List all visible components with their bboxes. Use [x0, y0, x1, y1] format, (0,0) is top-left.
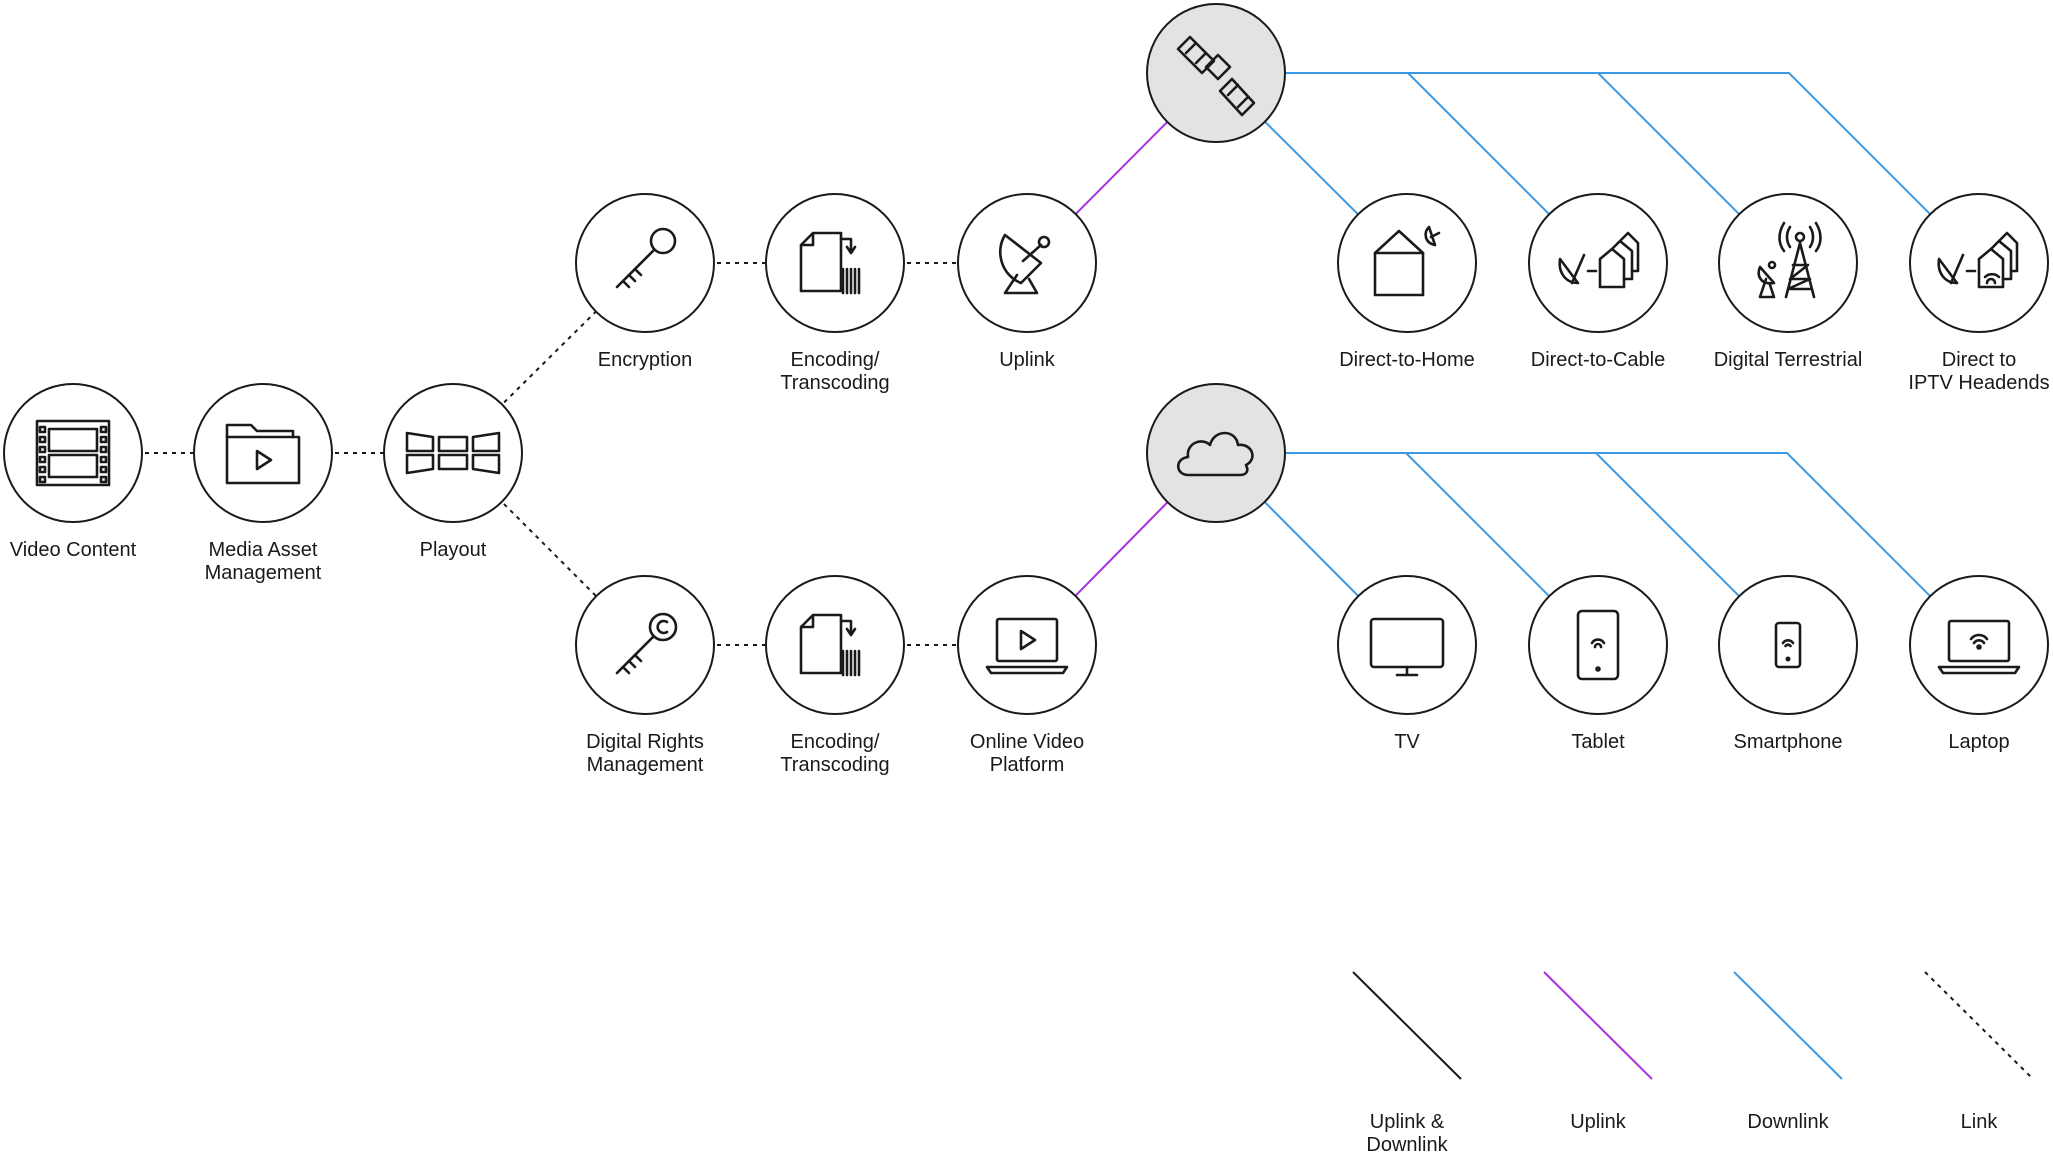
legend-label-line: Downlink	[1747, 1111, 1829, 1133]
node-tv	[1337, 575, 1477, 715]
node-drm	[575, 575, 715, 715]
key-icon	[615, 227, 677, 289]
node-label-tv: TV	[1297, 731, 1517, 754]
node-label-encoding-top: Encoding/Transcoding	[725, 349, 945, 395]
node-encryption	[575, 193, 715, 333]
node-label-direct-to-cable: Direct-to-Cable	[1488, 349, 1708, 372]
folder-play-icon	[225, 423, 301, 485]
label-line: Playout	[419, 539, 487, 561]
legend-label-downlink: Downlink	[1688, 1111, 1888, 1134]
label-line: Direct-to-Cable	[1530, 349, 1666, 371]
laptop-play-icon	[985, 617, 1069, 675]
legend-swatch-uplink	[1543, 971, 1653, 1080]
downlink-line	[1216, 452, 1980, 646]
node-label-encoding-bottom: Encoding/Transcoding	[725, 731, 945, 777]
label-line: Direct to	[1941, 349, 2017, 371]
legend-label-link: Link	[1879, 1111, 2053, 1134]
satellite-icon	[1176, 35, 1256, 117]
node-direct-to-home	[1337, 193, 1477, 333]
downlink-line	[1216, 72, 1980, 264]
document-barcode-icon	[799, 231, 861, 295]
legend-label-line: Link	[1960, 1111, 1998, 1133]
node-label-encryption: Encryption	[535, 349, 755, 372]
label-line: Platform	[989, 754, 1065, 776]
smartphone-icon	[1774, 621, 1802, 669]
cloud-icon	[1176, 431, 1254, 477]
node-uplink	[957, 193, 1097, 333]
label-line: Uplink	[999, 349, 1055, 371]
label-line: Laptop	[1948, 731, 2010, 753]
label-line: Smartphone	[1733, 731, 1843, 753]
label-line: Transcoding	[780, 754, 890, 776]
copyright-key-icon	[615, 612, 678, 675]
label-line: Online Video	[969, 731, 1085, 753]
label-line: Management	[586, 754, 704, 776]
node-iptv-headends	[1909, 193, 2049, 333]
node-label-video-content: Video Content	[0, 539, 183, 562]
node-label-playout: Playout	[343, 539, 563, 562]
legend-label-uplink-downlink: Uplink &Downlink	[1307, 1111, 1507, 1157]
node-tablet	[1528, 575, 1668, 715]
node-label-digital-terrestrial: Digital Terrestrial	[1678, 349, 1898, 372]
node-smartphone	[1718, 575, 1858, 715]
legend-swatch-downlink	[1733, 971, 1843, 1080]
label-line: Media Asset	[208, 539, 318, 561]
document-barcode-icon	[799, 613, 861, 677]
label-line: Video Content	[9, 539, 137, 561]
laptop-wifi-icon	[1937, 619, 2021, 675]
node-label-tablet: Tablet	[1488, 731, 1708, 754]
label-line: Encoding/	[790, 349, 880, 371]
label-line: Management	[204, 562, 322, 584]
label-line: IPTV Headends	[1908, 372, 2050, 394]
node-label-uplink: Uplink	[917, 349, 1137, 372]
label-line: TV	[1394, 731, 1420, 753]
label-line: Encoding/	[790, 731, 880, 753]
legend-label-line: Downlink	[1366, 1134, 1448, 1156]
house-dish-icon	[1373, 225, 1441, 297]
node-playout	[383, 383, 523, 523]
label-line: Encryption	[597, 349, 693, 371]
film-icon	[35, 419, 111, 487]
dish-buildings-wifi-icon	[1937, 231, 2019, 289]
node-digital-terrestrial	[1718, 193, 1858, 333]
node-direct-to-cable	[1528, 193, 1668, 333]
node-encoding-bottom	[765, 575, 905, 715]
node-media-asset-management	[193, 383, 333, 523]
legend-label-line: Uplink	[1570, 1111, 1626, 1133]
tv-icon	[1369, 617, 1445, 677]
node-satellite	[1146, 3, 1286, 143]
legend-swatch-uplink-downlink	[1352, 971, 1462, 1080]
legend-swatch-link	[1924, 971, 2034, 1080]
broadcast-tower-icon	[1757, 221, 1822, 299]
dish-buildings-icon	[1558, 231, 1640, 289]
legend-label-uplink: Uplink	[1498, 1111, 1698, 1134]
node-label-smartphone: Smartphone	[1678, 731, 1898, 754]
tablet-icon	[1576, 609, 1620, 681]
node-encoding-top	[765, 193, 905, 333]
label-line: Transcoding	[780, 372, 890, 394]
label-line: Digital Rights	[586, 731, 704, 753]
label-line: Tablet	[1571, 731, 1625, 753]
node-cloud	[1146, 383, 1286, 523]
legend-label-line: Uplink &	[1369, 1111, 1445, 1133]
satellite-dish-icon	[998, 233, 1051, 295]
label-line: Direct-to-Home	[1339, 349, 1475, 371]
node-ovp	[957, 575, 1097, 715]
node-laptop	[1909, 575, 2049, 715]
node-video-content	[3, 383, 143, 523]
label-line: Digital Terrestrial	[1713, 349, 1863, 371]
node-label-direct-to-home: Direct-to-Home	[1297, 349, 1517, 372]
node-label-laptop: Laptop	[1869, 731, 2053, 754]
video-wall-icon	[405, 431, 501, 475]
